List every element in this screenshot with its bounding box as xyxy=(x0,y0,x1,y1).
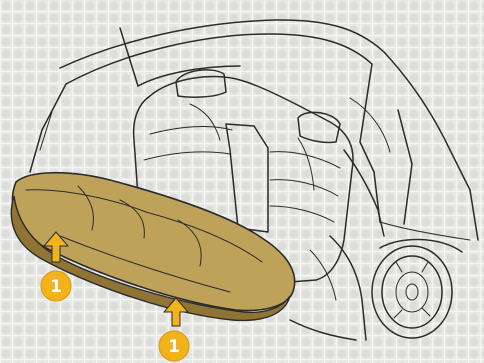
rear-wheel xyxy=(372,239,462,338)
callout-label: 1 xyxy=(168,337,180,357)
callout-label: 1 xyxy=(50,277,62,297)
callout-1-bottom: 1 xyxy=(159,298,189,361)
